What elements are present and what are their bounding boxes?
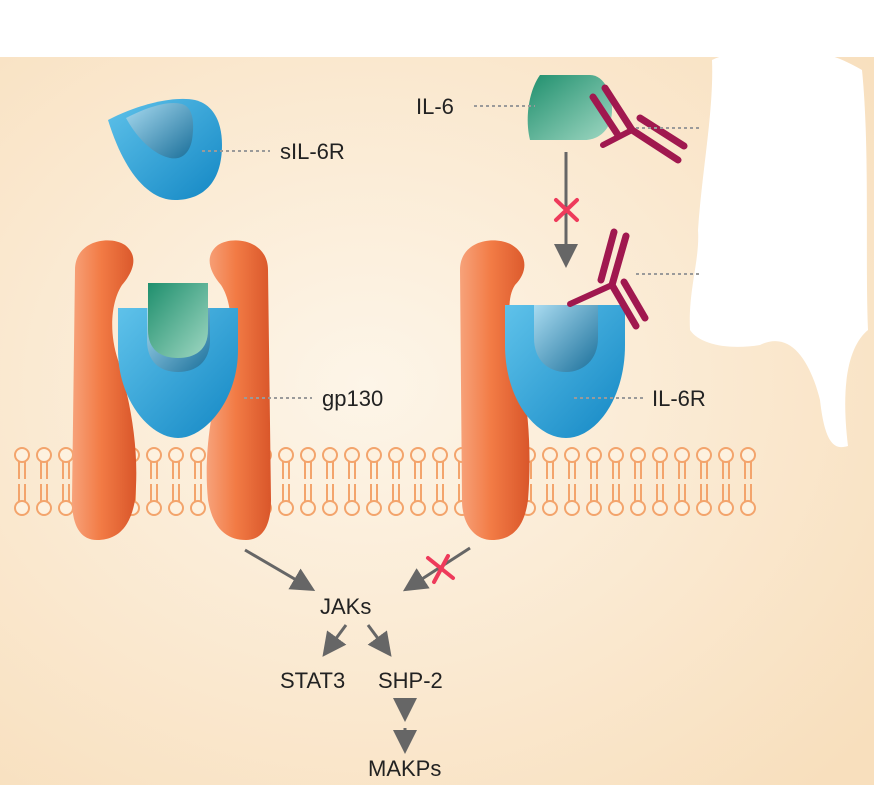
arrow-icon: [244, 548, 316, 592]
arrow-icon: [366, 624, 392, 657]
sil6r-soluble-receptor: [108, 98, 222, 200]
makps-label: MAKPs: [368, 756, 442, 781]
shp2-label: SHP-2: [378, 668, 443, 693]
redaction-mark: [689, 51, 868, 448]
il6r-pocket: [534, 305, 598, 372]
sil6r-pocket: [126, 102, 194, 159]
arrow-icon: [322, 624, 348, 657]
il6-cytokine: [527, 75, 612, 140]
gp130-right-subunit: [206, 240, 271, 540]
gp130-label: gp130: [322, 386, 384, 411]
jaks-label: JAKs: [320, 594, 372, 619]
il6-bound: [148, 283, 208, 358]
gp130-left-subunit: [72, 240, 137, 540]
leader-lines: [202, 105, 700, 399]
antibody-icon: [589, 84, 688, 164]
stat3-label: STAT3: [280, 668, 346, 693]
il6-shape: [527, 75, 612, 140]
gp130-il6r-complex-right: [460, 240, 625, 540]
antibody-icon: [567, 228, 649, 330]
gp130-complex-left: [72, 240, 271, 540]
il6-label: IL-6: [416, 94, 454, 119]
sil6r-label: sIL-6R: [280, 139, 345, 164]
block-x-icon: [554, 198, 579, 222]
block-x-icon: [426, 554, 455, 584]
gp130-right-complex: [460, 240, 530, 540]
il6r-label: IL-6R: [652, 386, 706, 411]
